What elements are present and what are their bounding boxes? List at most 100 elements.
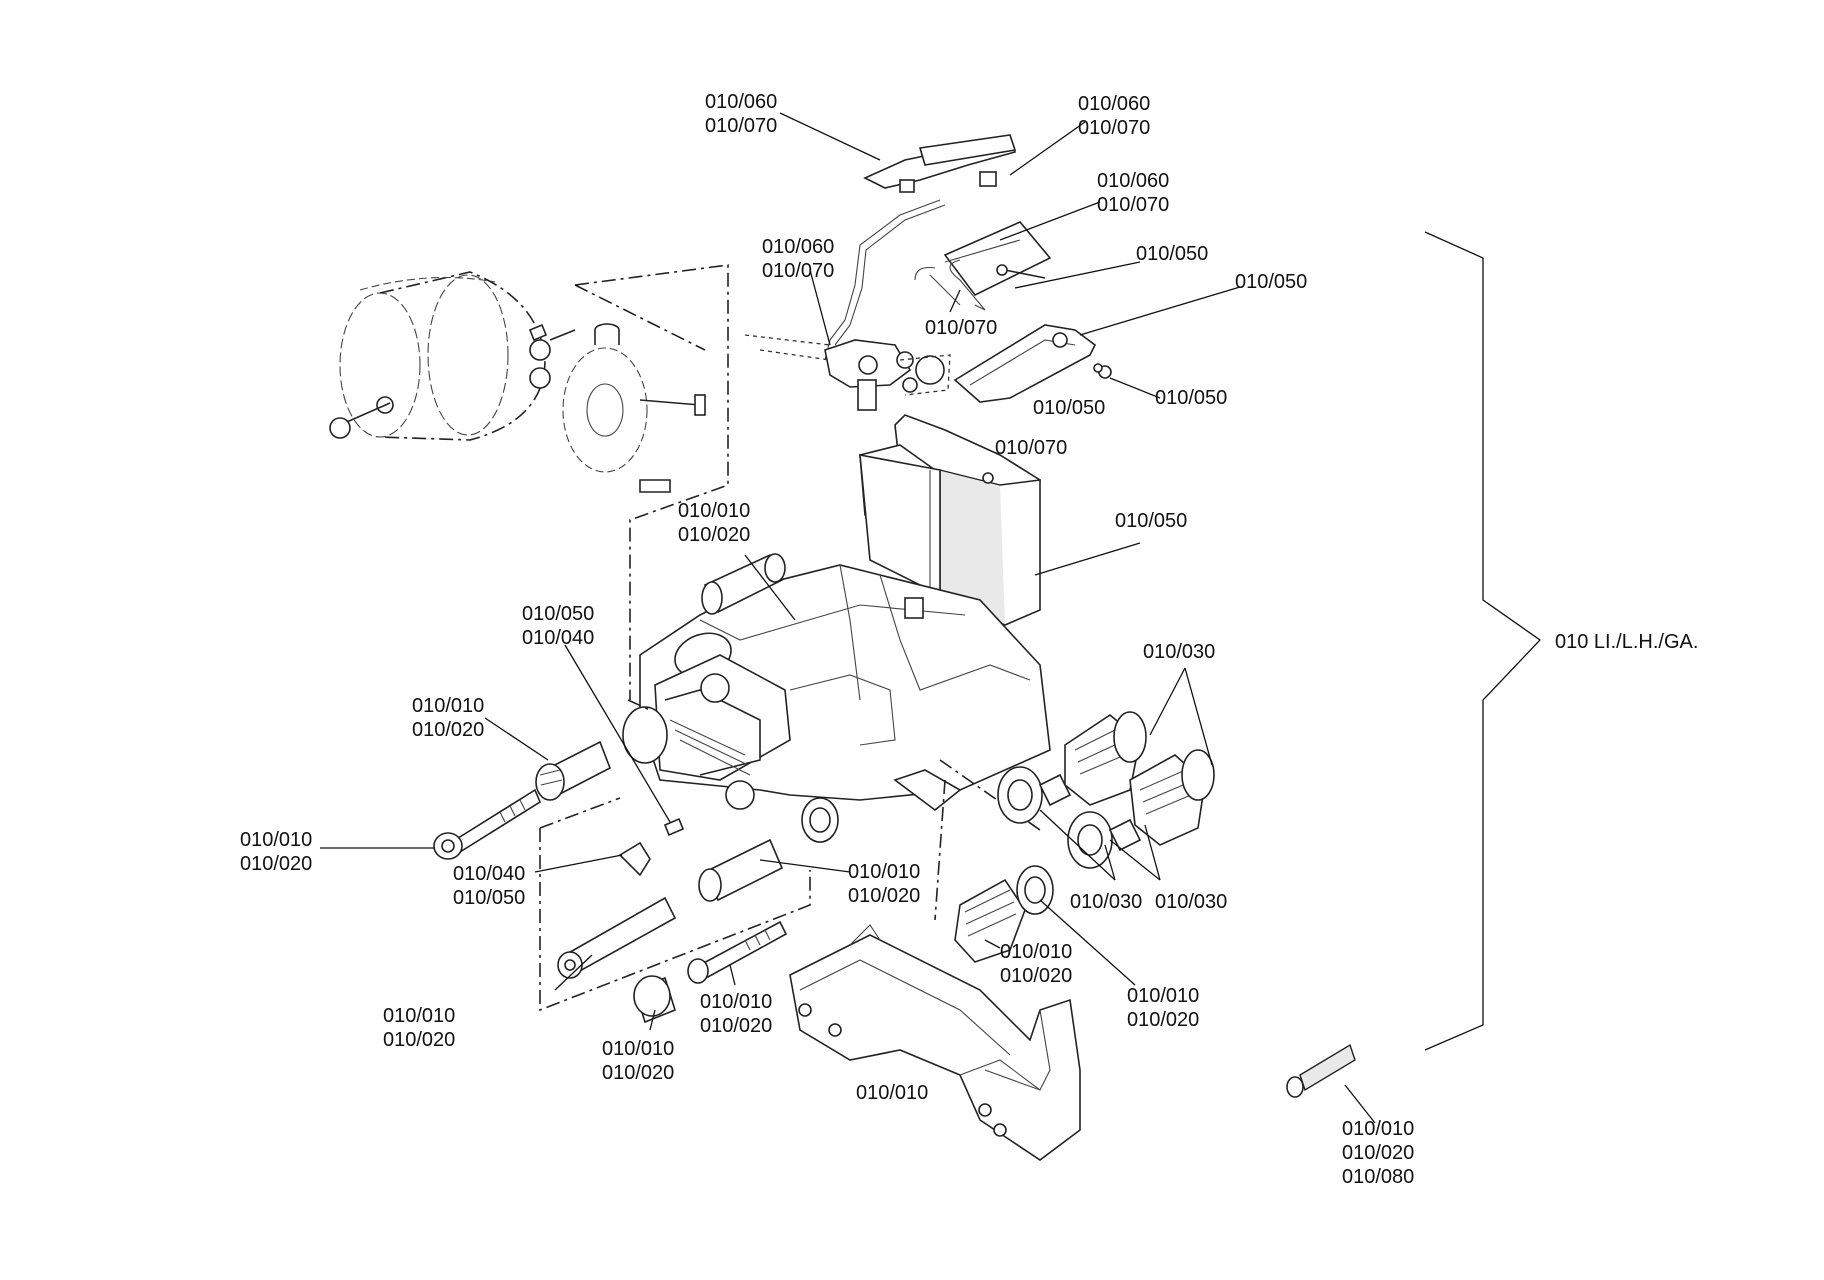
- leader-lines: [320, 112, 1541, 1124]
- caliper-dash-a: [627, 699, 651, 711]
- callout-line: 010/010: [1127, 985, 1199, 1007]
- callout-line: 010/060: [762, 236, 834, 258]
- lbl-pad-plate: 010/070: [995, 437, 1067, 459]
- carrier: [789, 924, 1081, 1161]
- lbl-tappet-lower-b: 010/030: [1155, 891, 1227, 913]
- callout-line: 010/020: [1127, 1009, 1199, 1031]
- lbl-pads: 010/050: [1115, 510, 1187, 532]
- plug-cap: [618, 817, 685, 877]
- lbl-hook: 010/070: [925, 317, 997, 339]
- lbl-tappet-lower-a: 010/030: [1070, 891, 1142, 913]
- callout-line: 010/010: [678, 500, 750, 522]
- callout-line: 010/070: [1078, 117, 1150, 139]
- wear-sensor-harness: [744, 134, 1017, 411]
- callout-line: 010/020: [848, 885, 920, 907]
- callout-line: 010/010: [602, 1038, 674, 1060]
- callout-line: 010/060: [1097, 170, 1169, 192]
- bolt-lower: [687, 920, 788, 984]
- callout-line: 010/020: [412, 719, 484, 741]
- callout-line: 010/070: [925, 317, 997, 339]
- spring-plate: [914, 221, 1052, 311]
- callout-line: 010/040: [522, 627, 594, 649]
- brake-pads: [859, 414, 1041, 626]
- chamber-boundary-diag: [574, 284, 706, 351]
- caliper-body: [622, 564, 1051, 812]
- retaining-pin: [996, 264, 1046, 279]
- ring-center: [801, 797, 839, 843]
- guide-pin-long: [557, 896, 677, 979]
- callout-line: 010/070: [995, 437, 1067, 459]
- callout-line: 010/020: [678, 524, 750, 546]
- lbl-clip-left: 010/050: [1033, 397, 1105, 419]
- lbl-tappet-boots: 010/030: [1143, 641, 1215, 663]
- callout-line: 010/050: [522, 603, 594, 625]
- callout-line: 010/020: [1000, 965, 1072, 987]
- callout-line: 010/030: [1155, 891, 1227, 913]
- lbl-clip-right: 010/050: [1155, 387, 1227, 409]
- callout-line: 010/020: [700, 1015, 772, 1037]
- callout-line: 010/070: [705, 115, 777, 137]
- pad-retainer: [953, 324, 1112, 403]
- callout-line: 010/080: [1342, 1166, 1414, 1188]
- callout-line: 010/050: [1235, 271, 1307, 293]
- lbl-retainer-upper: 010/050: [1235, 271, 1307, 293]
- callout-line: 010/010: [383, 1005, 455, 1027]
- callout-line: 010/010: [856, 1082, 928, 1104]
- callout-line: 010/020: [240, 853, 312, 875]
- grease-tube: [1286, 1043, 1356, 1098]
- chamber-boundary: [574, 264, 729, 700]
- callout-line: 010/010: [412, 695, 484, 717]
- callout-line: 010/020: [602, 1062, 674, 1084]
- caliper-dash-b: [934, 779, 946, 921]
- brake-chamber: [329, 271, 706, 493]
- callout-line: 010/020: [1342, 1142, 1414, 1164]
- callout-line: 010/050: [1115, 510, 1187, 532]
- callout-line: 010/010: [1342, 1118, 1414, 1140]
- bolt-left: [433, 788, 541, 860]
- callout-line: 010/050: [453, 887, 525, 909]
- callout-line: 010/060: [705, 91, 777, 113]
- guide-sleeve-top: [701, 553, 786, 615]
- callout-line: 010/050: [1033, 397, 1105, 419]
- callout-line: 010/030: [1070, 891, 1142, 913]
- callout-line: 010/020: [383, 1029, 455, 1051]
- bush-left: [535, 740, 612, 801]
- callout-line: 010/040: [453, 863, 525, 885]
- callout-line: 010/070: [762, 260, 834, 282]
- callout-line: 010/050: [1136, 243, 1208, 265]
- guide-boundary-top: [539, 797, 621, 829]
- lbl-pin-upper: 010/050: [1136, 243, 1208, 265]
- boot-lower: [954, 865, 1054, 963]
- callout-line: 010/050: [1155, 387, 1227, 409]
- guide-boundary: [539, 828, 811, 1012]
- callout-line: 010/010: [1000, 941, 1072, 963]
- assembly-label: 010 LI./L.H./GA.: [1555, 631, 1698, 653]
- callout-line: 010/030: [1143, 641, 1215, 663]
- callout-line: 010/010: [700, 991, 772, 1013]
- cap-lower: [633, 975, 676, 1024]
- tappet-pistons: [997, 766, 1142, 869]
- callout-line: 010/010: [240, 829, 312, 851]
- lbl-carrier: 010/010: [856, 1082, 928, 1104]
- callout-line: 010/070: [1097, 194, 1169, 216]
- callout-line: 010/060: [1078, 93, 1150, 115]
